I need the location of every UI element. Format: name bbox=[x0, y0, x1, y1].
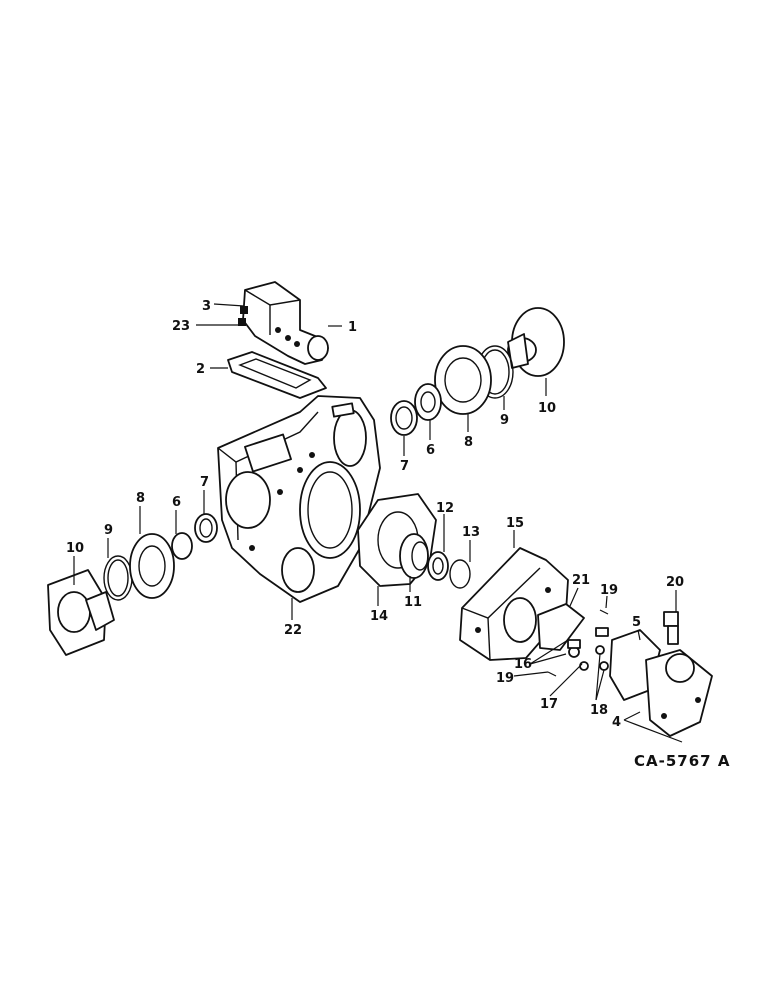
callout-8-left: 8 bbox=[136, 491, 145, 506]
callout-23: 23 bbox=[172, 319, 190, 334]
left-oring-part bbox=[103, 555, 133, 601]
right-shim-part bbox=[434, 345, 492, 415]
callout-1: 1 bbox=[348, 320, 357, 335]
bearing-12-part bbox=[427, 551, 449, 581]
hydraulic-pump-part bbox=[609, 629, 713, 737]
callout-6-left: 6 bbox=[172, 495, 181, 510]
reference-code: CA-5767 A bbox=[634, 752, 730, 770]
callout-3: 3 bbox=[202, 299, 211, 314]
left-shim-part bbox=[129, 533, 175, 599]
callout-7-left: 7 bbox=[200, 475, 209, 490]
left-flange-cover-part bbox=[47, 569, 115, 656]
end-plate-part bbox=[537, 603, 585, 651]
callout-5: 5 bbox=[632, 615, 641, 630]
right-bearing-cone-part bbox=[414, 383, 442, 421]
main-housing-part bbox=[217, 395, 381, 603]
seal-ring-13-part bbox=[449, 559, 471, 589]
right-bearing-cup-part bbox=[390, 400, 418, 436]
callout-14: 14 bbox=[370, 609, 388, 624]
leader-lines bbox=[73, 303, 683, 743]
callout-9-right: 9 bbox=[500, 413, 509, 428]
callout-7-right: 7 bbox=[400, 459, 409, 474]
callout-6-right: 6 bbox=[426, 443, 435, 458]
callout-12: 12 bbox=[436, 501, 454, 516]
valve-gasket-part bbox=[227, 351, 327, 399]
callout-22: 22 bbox=[284, 623, 302, 638]
callout-18: 18 bbox=[590, 703, 608, 718]
callout-19-bottom: 19 bbox=[496, 671, 514, 686]
callout-11: 11 bbox=[404, 595, 422, 610]
callout-19-top: 19 bbox=[600, 583, 618, 598]
callout-2: 2 bbox=[196, 362, 205, 377]
callout-20: 20 bbox=[666, 575, 684, 590]
callout-15: 15 bbox=[506, 516, 524, 531]
callout-4: 4 bbox=[612, 715, 621, 730]
callout-17: 17 bbox=[540, 697, 558, 712]
callout-10-left: 10 bbox=[66, 541, 84, 556]
control-valve-part bbox=[238, 281, 329, 365]
callout-9-left: 9 bbox=[104, 523, 113, 538]
callout-16: 16 bbox=[514, 657, 532, 672]
right-flange-cover-part bbox=[507, 307, 565, 377]
callout-labels: 1 2 3 23 10 9 8 6 7 10 9 8 6 7 22 14 11 … bbox=[66, 299, 684, 730]
left-bearing-cup-part bbox=[194, 513, 218, 543]
callout-10-right: 10 bbox=[538, 401, 556, 416]
callout-8-right: 8 bbox=[464, 435, 473, 450]
drive-gear-part bbox=[399, 533, 429, 579]
callout-21: 21 bbox=[572, 573, 590, 588]
left-bearing-cone-part bbox=[171, 532, 193, 560]
callout-13: 13 bbox=[462, 525, 480, 540]
relief-fitting-part bbox=[663, 611, 679, 645]
